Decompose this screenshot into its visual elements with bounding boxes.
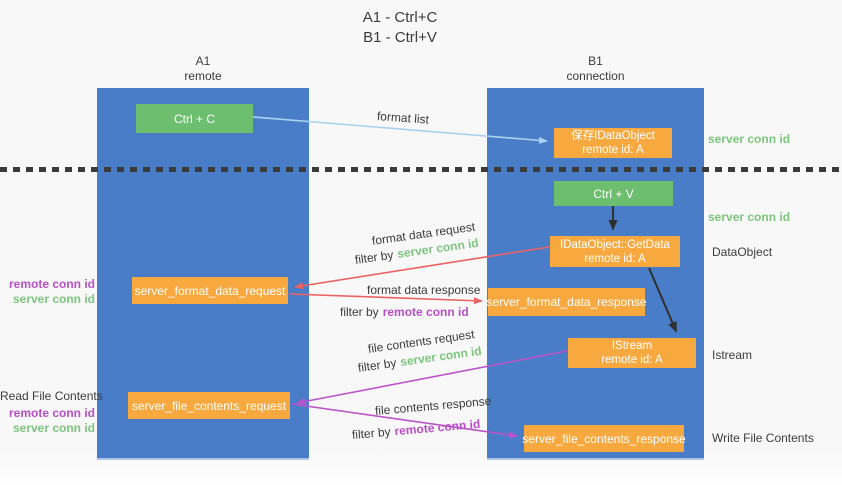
server-format-data-request-label: server_format_data_request [134, 283, 286, 298]
ctrl-c-node: Ctrl + C [136, 104, 253, 133]
server-format-data-request-node: server_format_data_request [132, 277, 288, 304]
filter-by-text: filter by [357, 355, 398, 375]
server-conn-id-label: server conn id [12, 421, 95, 435]
remote-conn-id-label: remote conn id [8, 406, 95, 420]
diagram-title: A1 - Ctrl+C B1 - Ctrl+V [260, 8, 540, 48]
ctrl-v-node: Ctrl + V [554, 181, 673, 206]
server-format-data-response-node: server_format_data_response [486, 288, 647, 316]
format-list-arrow-label: format list [376, 109, 430, 127]
server-conn-id-label: server conn id [12, 292, 95, 306]
save-dataobject-line2: remote id: A [582, 144, 644, 156]
conn-id-pair-format: remote conn id server conn id [0, 277, 95, 307]
title-line-b1: B1 - Ctrl+V [363, 29, 437, 46]
column-a1-name: A1 [195, 54, 211, 68]
section-divider-dotted-line [0, 167, 842, 172]
server-conn-id-label-mid: server conn id [708, 210, 791, 224]
remote-conn-id-text: remote conn id [393, 416, 481, 439]
server-file-contents-request-node: server_file_contents_request [128, 392, 290, 419]
ctrl-v-label: Ctrl + V [593, 186, 634, 201]
column-header-b1: B1 connection [487, 54, 704, 84]
getdata-node: IDataObject::GetData remote id: A [550, 236, 680, 267]
format-data-response-arrow-label: format data response [367, 283, 481, 297]
conn-id-pair-file: remote conn id server conn id [0, 406, 95, 436]
filter-by-text: filter by [354, 247, 395, 267]
column-b1-name: B1 [588, 54, 603, 68]
write-file-contents-label: Write File Contents [712, 431, 814, 445]
filter-by-text: filter by [351, 424, 392, 442]
server-format-data-response-label: server_format_data_response [486, 295, 647, 309]
filter-by-text: filter by [340, 305, 379, 319]
read-file-contents-label: Read File Contents [0, 389, 103, 403]
server-conn-id-label-top: server conn id [708, 132, 791, 146]
server-file-contents-response-label: server_file_contents_response [522, 431, 686, 446]
server-file-contents-response-node: server_file_contents_response [522, 425, 686, 452]
dataobject-label: DataObject [712, 245, 773, 259]
getdata-line2: remote id: A [584, 252, 646, 265]
column-b1-role: connection [566, 69, 625, 83]
file-contents-response-arrow-label: file contents response [374, 393, 492, 418]
remote-conn-id-label: remote conn id [8, 277, 95, 291]
server-file-contents-request-label: server_file_contents_request [131, 398, 287, 413]
istream-line1: IStream [611, 340, 653, 352]
ctrl-c-label: Ctrl + C [173, 111, 215, 126]
column-a1-role: remote [184, 69, 222, 83]
istream-node: IStream remote id: A [568, 338, 696, 368]
save-dataobject-node: 保存IDataObject remote id: A [554, 128, 672, 158]
column-header-a1: A1 remote [97, 54, 309, 84]
title-line-a1: A1 - Ctrl+C [362, 9, 438, 26]
istream-line2: remote id: A [601, 354, 663, 366]
save-dataobject-line1: 保存IDataObject [571, 130, 655, 142]
remote-conn-id-text: remote conn id [382, 305, 469, 319]
getdata-line1: IDataObject::GetData [560, 238, 670, 251]
istream-side-label: Istream [712, 348, 753, 362]
